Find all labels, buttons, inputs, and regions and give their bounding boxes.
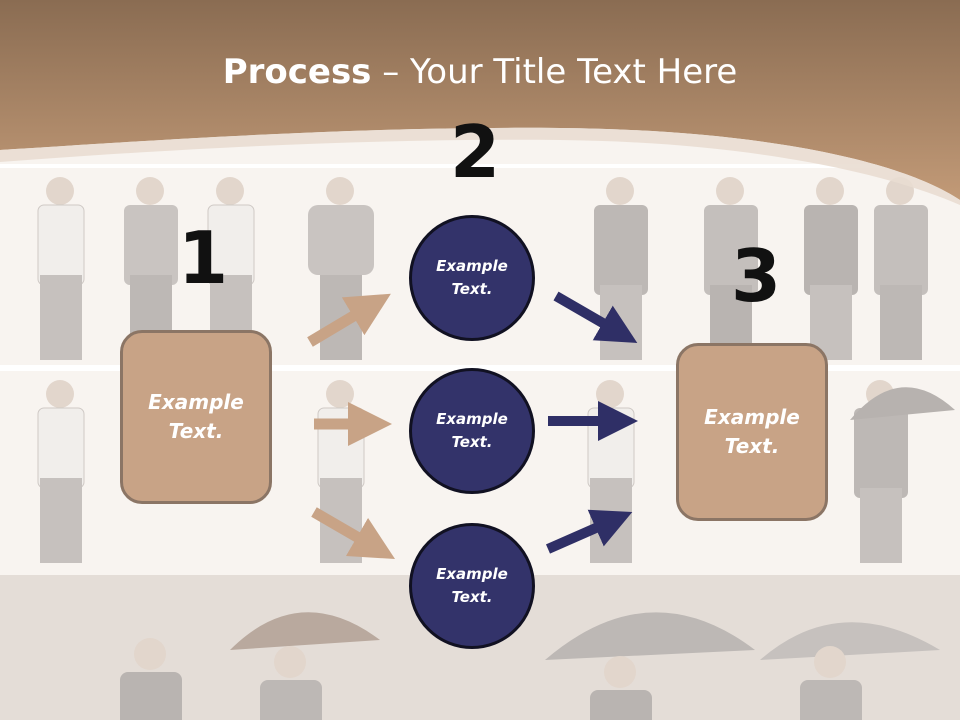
slide-title: Process – Your Title Text Here <box>0 52 960 92</box>
circle-top: Example Text. <box>409 215 535 341</box>
circle-bottom: Example Text. <box>409 523 535 649</box>
arrow-1-to-bottom <box>311 507 396 560</box>
title-rest: – Your Title Text Here <box>371 52 738 92</box>
circle-middle-text: Example Text. <box>436 410 508 451</box>
arrow-1-to-top <box>307 293 391 347</box>
step-number-3: 3 <box>731 234 782 318</box>
step-3-text: Example Text. <box>704 405 800 458</box>
circle-bottom-text: Example Text. <box>436 565 508 606</box>
step-number-2: 2 <box>450 110 501 194</box>
step-number-1: 1 <box>178 216 229 300</box>
arrow-top-to-3 <box>553 291 638 344</box>
step-1-box: Example Text. <box>120 330 272 504</box>
title-bold: Process <box>222 52 372 92</box>
circle-middle: Example Text. <box>409 368 535 494</box>
circle-top-text: Example Text. <box>436 257 508 298</box>
step-1-text: Example Text. <box>148 390 244 443</box>
step-3-box: Example Text. <box>676 343 828 521</box>
arrow-bottom-to-3 <box>545 509 633 554</box>
